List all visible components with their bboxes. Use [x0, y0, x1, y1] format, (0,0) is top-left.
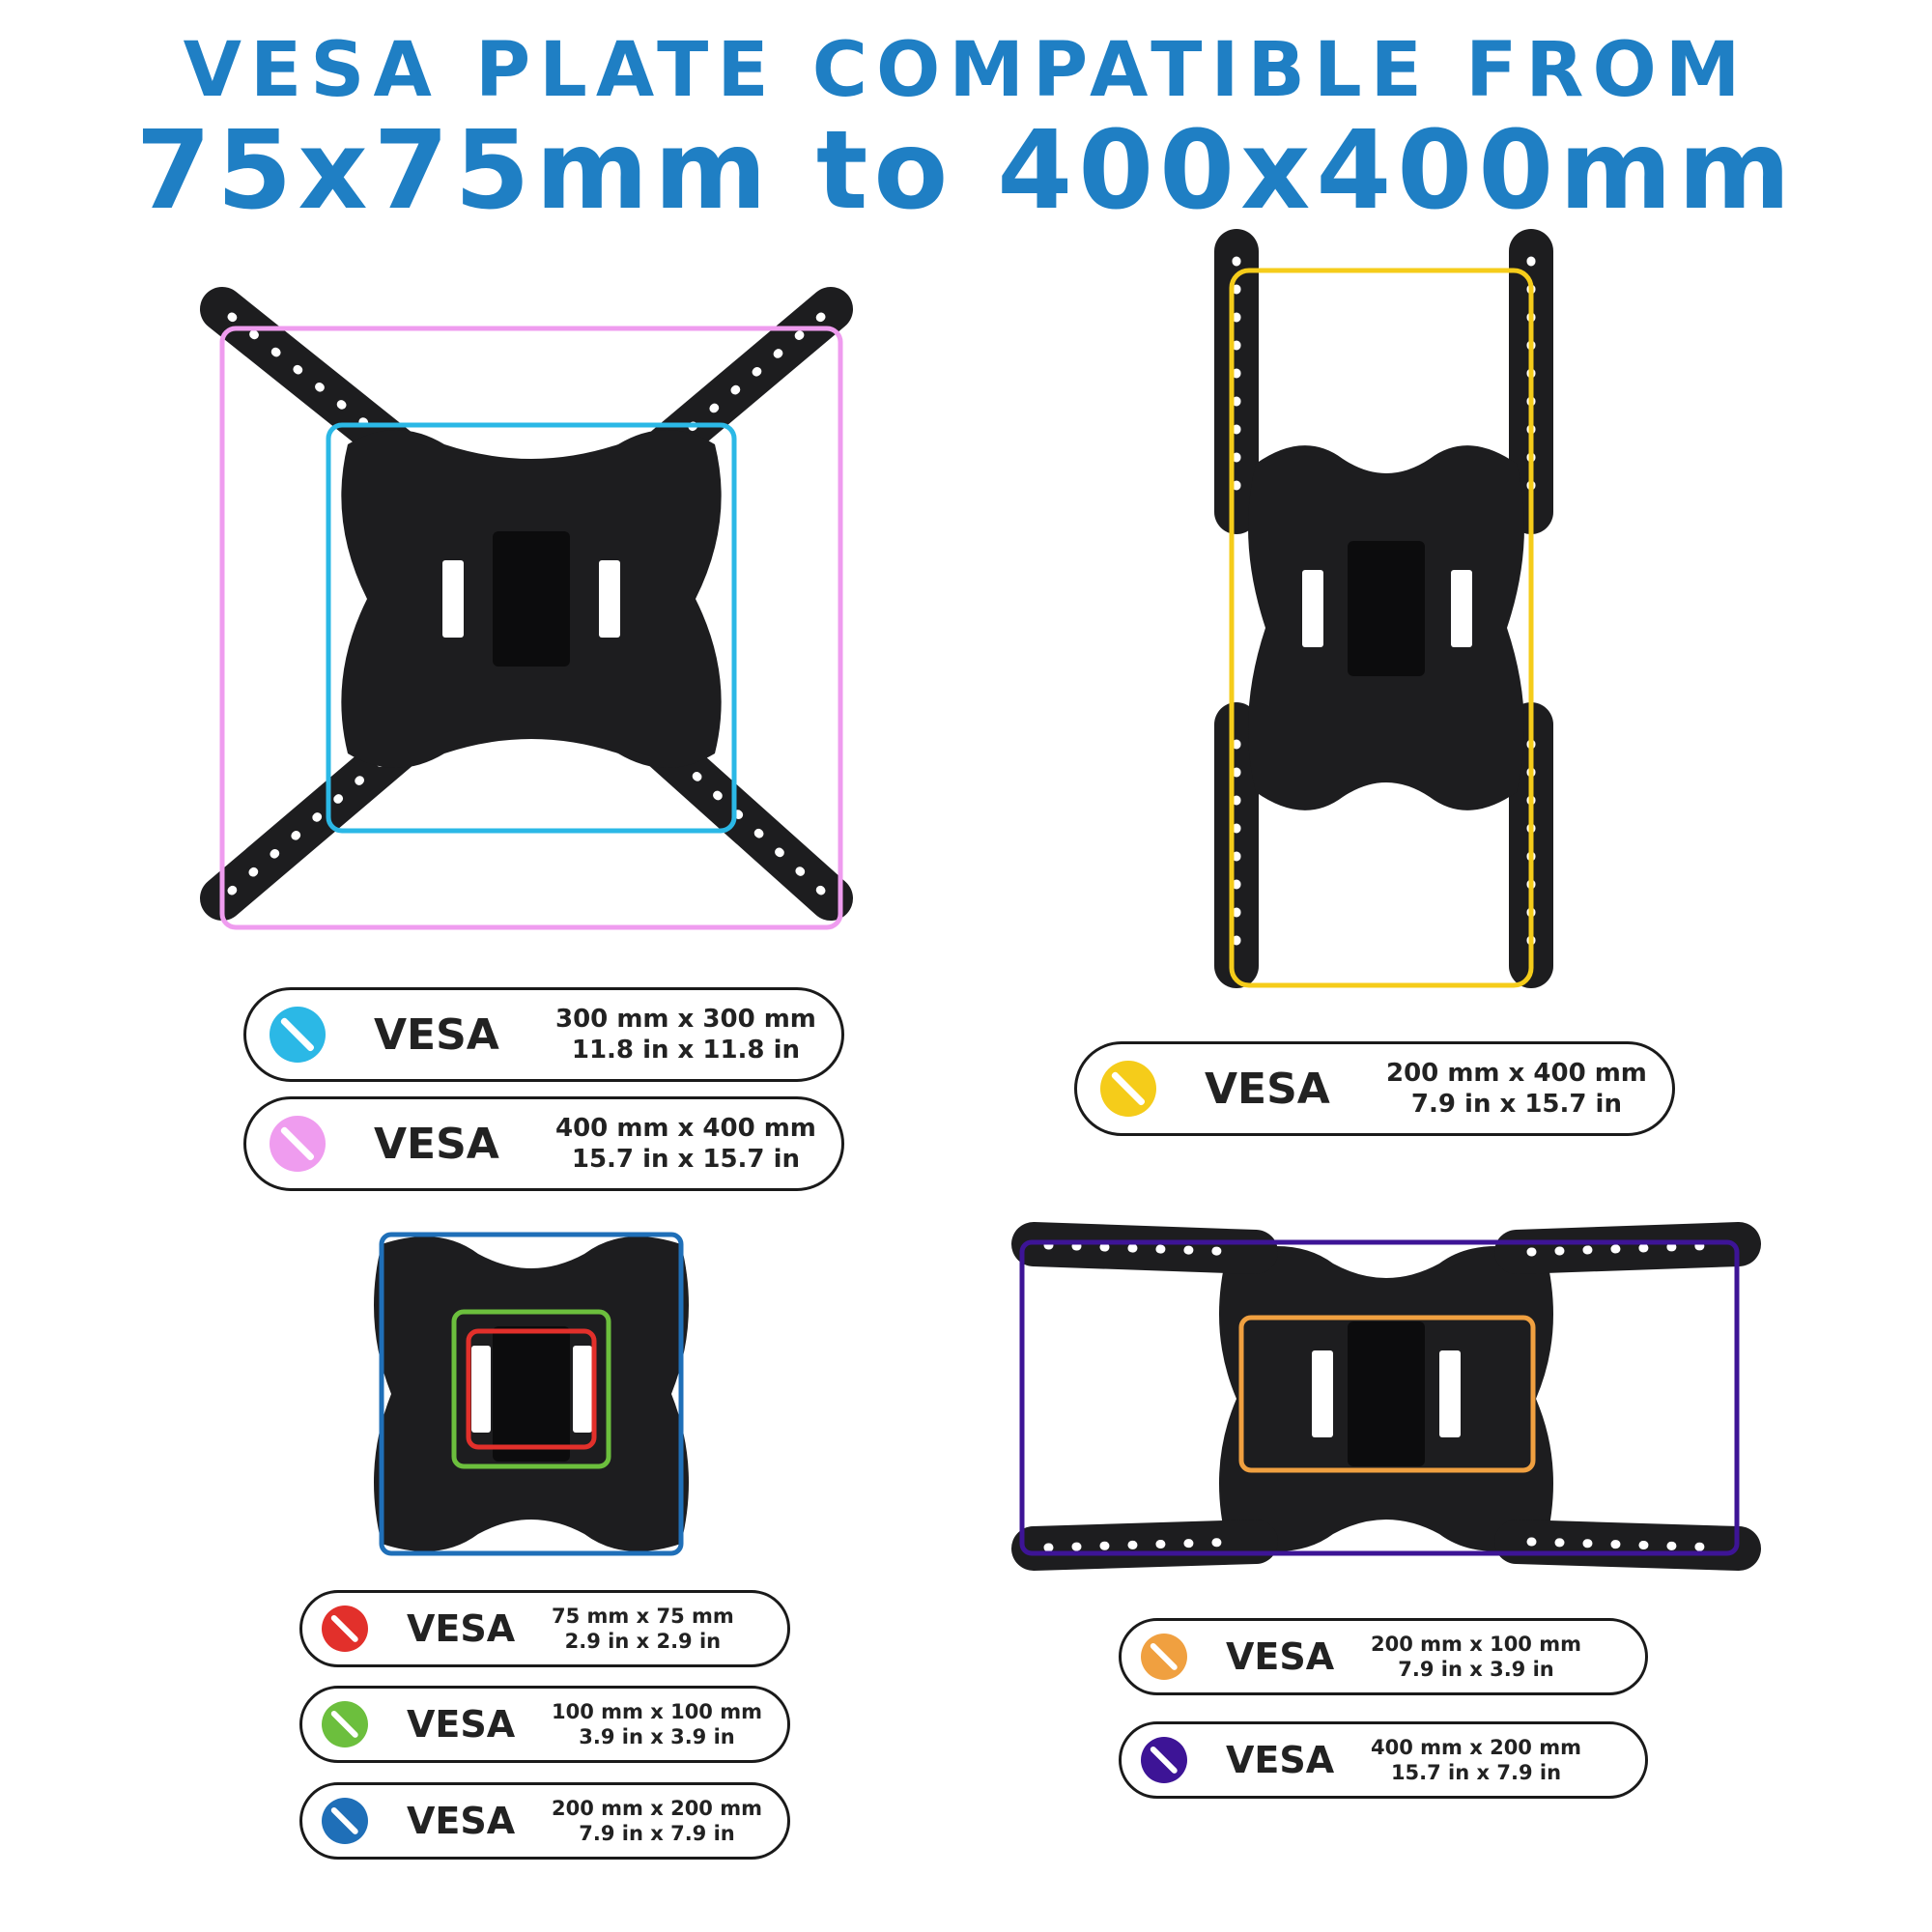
arm-slots	[227, 312, 826, 895]
spec-metric: 200 mm x 400 mm	[1386, 1058, 1647, 1088]
frame-400x400	[219, 326, 843, 930]
frame-200x400	[1229, 268, 1534, 988]
spec-metric: 300 mm x 300 mm	[555, 1004, 816, 1034]
spec-dimensions: 75 mm x 75 mm 2.9 in x 2.9 in	[552, 1604, 734, 1655]
plate-slot-left	[1302, 570, 1323, 647]
spec-imperial: 15.7 in x 15.7 in	[571, 1145, 800, 1174]
pink-marker-icon	[270, 1116, 326, 1172]
frame-400x200	[1019, 1239, 1740, 1556]
frame-100x100	[451, 1309, 611, 1469]
frame-75x75	[466, 1328, 597, 1450]
horizontal-arm-mount-illustration	[1011, 1222, 1761, 1571]
purple-marker-icon	[1141, 1737, 1187, 1783]
plate-only-illustration	[374, 1232, 689, 1556]
plate-center-bracket	[1348, 541, 1425, 676]
spec-dimensions: 400 mm x 200 mm 15.7 in x 7.9 in	[1371, 1735, 1581, 1786]
plate-slot-right	[599, 560, 620, 638]
frame-200x200	[379, 1232, 684, 1556]
spec-dimensions: 300 mm x 300 mm 11.8 in x 11.8 in	[555, 1004, 816, 1066]
green-marker-icon	[322, 1701, 368, 1747]
frame-300x300	[326, 422, 737, 834]
spec-pill-400x400: VESA 400 mm x 400 mm 15.7 in x 15.7 in	[243, 1096, 844, 1191]
spec-label: VESA	[407, 1607, 516, 1650]
spec-imperial: 11.8 in x 11.8 in	[571, 1036, 800, 1065]
spec-pill-75x75: VESA 75 mm x 75 mm 2.9 in x 2.9 in	[299, 1590, 790, 1667]
spec-pill-400x200: VESA 400 mm x 200 mm 15.7 in x 7.9 in	[1119, 1721, 1648, 1799]
spec-dimensions: 200 mm x 200 mm 7.9 in x 7.9 in	[552, 1796, 762, 1847]
spec-pill-200x100: VESA 200 mm x 100 mm 7.9 in x 3.9 in	[1119, 1618, 1648, 1695]
spec-imperial: 7.9 in x 7.9 in	[579, 1822, 735, 1845]
spec-metric: 75 mm x 75 mm	[552, 1604, 734, 1628]
frame-200x100	[1238, 1315, 1536, 1473]
yellow-marker-icon	[1100, 1061, 1156, 1117]
spec-imperial: 15.7 in x 7.9 in	[1390, 1761, 1562, 1784]
spec-dimensions: 200 mm x 400 mm 7.9 in x 15.7 in	[1386, 1058, 1647, 1121]
spec-imperial: 7.9 in x 15.7 in	[1410, 1090, 1622, 1119]
spec-pill-200x200: VESA 200 mm x 200 mm 7.9 in x 7.9 in	[299, 1782, 790, 1860]
spec-label: VESA	[1205, 1064, 1330, 1114]
vertical-arm-mount-illustration	[1214, 229, 1553, 988]
plate-slot-right	[573, 1346, 592, 1433]
spec-pill-100x100: VESA 100 mm x 100 mm 3.9 in x 3.9 in	[299, 1686, 790, 1763]
spec-pill-300x300: VESA 300 mm x 300 mm 11.8 in x 11.8 in	[243, 987, 844, 1082]
spec-pill-200x400: VESA 200 mm x 400 mm 7.9 in x 15.7 in	[1074, 1041, 1675, 1136]
x-arm-mount-illustration	[200, 287, 853, 930]
plate-slot-right	[1439, 1350, 1461, 1437]
spec-metric: 400 mm x 200 mm	[1371, 1735, 1581, 1759]
blue-marker-icon	[322, 1798, 368, 1844]
cyan-marker-icon	[270, 1007, 326, 1063]
spec-label: VESA	[407, 1703, 516, 1746]
spec-imperial: 7.9 in x 3.9 in	[1398, 1658, 1554, 1681]
orange-marker-icon	[1141, 1634, 1187, 1680]
arm-slots	[1043, 1240, 1729, 1552]
spec-label: VESA	[1226, 1739, 1335, 1781]
title-line-2: 75x75mm to 400x400mm	[135, 108, 1797, 234]
spec-imperial: 3.9 in x 3.9 in	[579, 1725, 735, 1748]
spec-metric: 100 mm x 100 mm	[552, 1699, 762, 1723]
plate-slot-left	[1312, 1350, 1333, 1437]
title-line-1: VESA PLATE COMPATIBLE FROM	[183, 27, 1749, 114]
plate-center-bracket	[493, 1326, 570, 1462]
plate-slot-left	[471, 1346, 491, 1433]
plate-center-bracket	[1348, 1321, 1425, 1466]
spec-metric: 200 mm x 100 mm	[1371, 1632, 1581, 1656]
spec-imperial: 2.9 in x 2.9 in	[564, 1630, 722, 1653]
spec-dimensions: 200 mm x 100 mm 7.9 in x 3.9 in	[1371, 1632, 1581, 1683]
spec-dimensions: 100 mm x 100 mm 3.9 in x 3.9 in	[552, 1699, 762, 1750]
plate-slot-right	[1451, 570, 1472, 647]
spec-label: VESA	[374, 1009, 499, 1060]
plate-center-bracket	[493, 531, 570, 667]
spec-label: VESA	[1226, 1635, 1335, 1678]
plate-slot-left	[442, 560, 464, 638]
spec-metric: 200 mm x 200 mm	[552, 1796, 762, 1820]
spec-metric: 400 mm x 400 mm	[555, 1113, 816, 1143]
spec-label: VESA	[374, 1119, 499, 1169]
spec-dimensions: 400 mm x 400 mm 15.7 in x 15.7 in	[555, 1113, 816, 1176]
spec-label: VESA	[407, 1800, 516, 1842]
red-marker-icon	[322, 1605, 368, 1652]
